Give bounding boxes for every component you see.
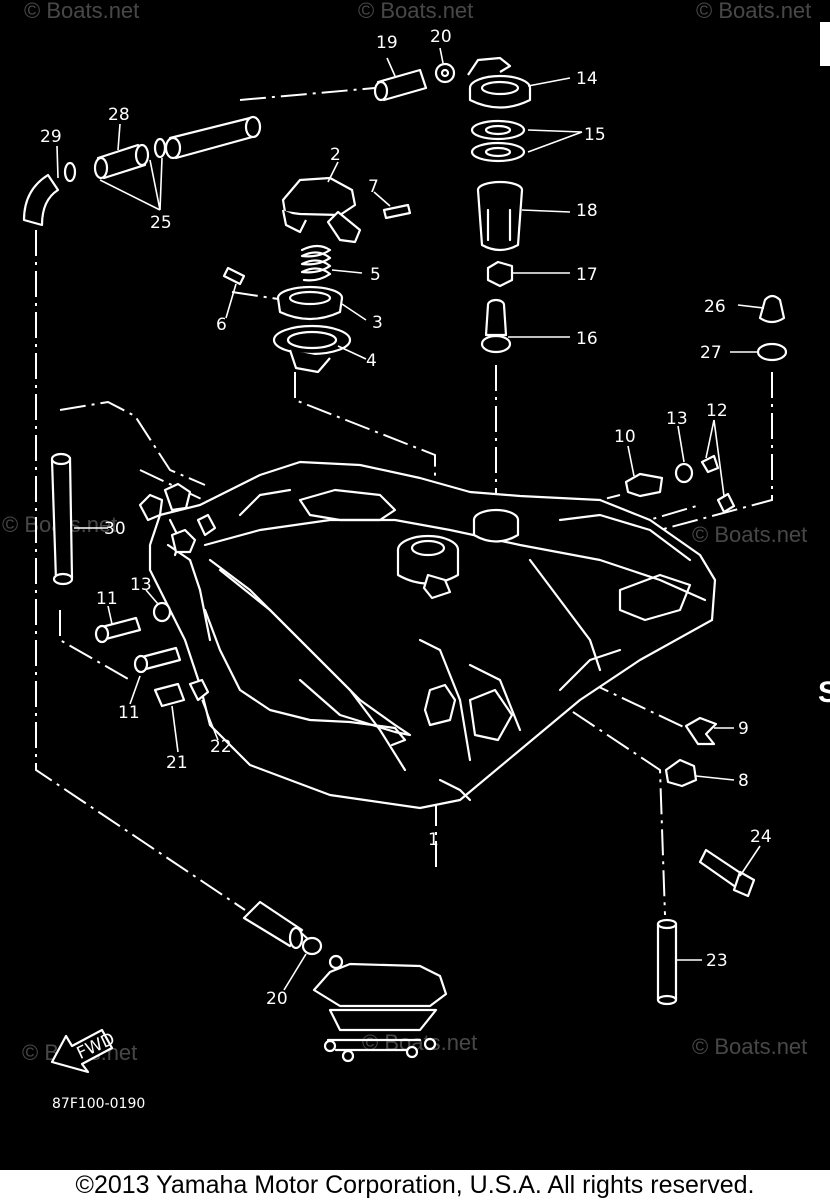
parts-diagram-svg: © Boats.net © Boats.net © Boats.net © Bo… xyxy=(2,0,830,1112)
callout-26: 26 xyxy=(704,297,726,317)
callout-20: 20 xyxy=(430,27,452,47)
part-9-clip xyxy=(684,716,718,746)
callout-24: 24 xyxy=(750,827,772,847)
part-15-washers xyxy=(470,119,526,163)
callout-25: 25 xyxy=(150,213,172,233)
edge-letter: S xyxy=(818,676,830,709)
part-13-washer-right xyxy=(674,462,694,484)
callout-5: 5 xyxy=(370,265,381,285)
callout-10: 10 xyxy=(614,427,636,447)
callout-11: 11 xyxy=(118,703,140,723)
part-21-grommet xyxy=(153,682,186,708)
watermark: © Boats.net xyxy=(696,0,811,23)
callouts: 1 2 3 4 5 6 7 8 9 10 11 11 12 13 13 14 1… xyxy=(40,27,772,1009)
callout-13: 13 xyxy=(666,409,688,429)
part-18-body xyxy=(476,180,524,252)
part-5-spring xyxy=(300,244,332,282)
part-10-clip xyxy=(624,472,664,498)
callout-29: 29 xyxy=(40,127,62,147)
copyright-footer: ©2013 Yamaha Motor Corporation, U.S.A. A… xyxy=(0,1170,830,1200)
part-27-washer xyxy=(756,342,788,362)
callout-16: 16 xyxy=(576,329,598,349)
callout-8: 8 xyxy=(738,771,749,791)
part-11-bolt-upper xyxy=(94,616,142,644)
callout-7: 7 xyxy=(368,177,379,197)
parts-diagram: © Boats.net © Boats.net © Boats.net © Bo… xyxy=(2,0,830,1112)
diagram-code: 87F100-0190 xyxy=(52,1096,145,1112)
fwd-arrow: FWD xyxy=(50,1028,118,1074)
watermark: © Boats.net xyxy=(692,522,807,547)
watermark: © Boats.net xyxy=(24,0,139,23)
callout-13: 13 xyxy=(130,575,152,595)
part-4-neck xyxy=(272,324,352,374)
part-30-hose xyxy=(50,452,74,586)
part-11-bolt-lower xyxy=(133,646,182,674)
callout-18: 18 xyxy=(576,201,598,221)
watermark: © Boats.net xyxy=(358,0,473,23)
part-14-cap xyxy=(467,56,532,109)
long-hose xyxy=(164,115,262,160)
part-26-cap xyxy=(758,294,786,324)
part-8-plug xyxy=(664,758,698,788)
lower-hose xyxy=(242,900,304,950)
part-6-pin xyxy=(222,266,246,286)
part-3-ring xyxy=(276,285,344,321)
callout-23: 23 xyxy=(706,951,728,971)
part-22-clip xyxy=(188,678,210,702)
callout-4: 4 xyxy=(366,351,377,371)
fuel-pump xyxy=(312,954,448,1063)
part-7-screw xyxy=(382,203,412,220)
callout-30: 30 xyxy=(104,519,126,539)
watermark: © Boats.net xyxy=(692,1034,807,1059)
callout-17: 17 xyxy=(576,265,598,285)
callout-28: 28 xyxy=(108,105,130,125)
callout-12: 12 xyxy=(706,401,728,421)
callout-22: 22 xyxy=(210,737,232,757)
callout-9: 9 xyxy=(738,719,749,739)
part-13-washer-left xyxy=(152,601,172,623)
part-2-clamp xyxy=(281,176,362,244)
callout-20: 20 xyxy=(266,989,288,1009)
fuel-tank xyxy=(138,460,717,810)
part-16-grommet xyxy=(480,298,512,354)
part-29-hose xyxy=(22,173,60,227)
part-23-hose xyxy=(656,918,678,1006)
callout-6: 6 xyxy=(216,315,227,335)
callout-1: 1 xyxy=(428,830,439,850)
callout-14: 14 xyxy=(576,69,598,89)
callout-leaders xyxy=(56,47,765,991)
part-28-joint xyxy=(63,137,167,183)
callout-2: 2 xyxy=(330,145,341,165)
part-19-hose xyxy=(373,68,428,102)
part-17-nut xyxy=(486,260,514,288)
callout-11: 11 xyxy=(96,589,118,609)
callout-21: 21 xyxy=(166,753,188,773)
part-20-clamp xyxy=(434,62,456,84)
callout-15: 15 xyxy=(584,125,606,145)
callout-3: 3 xyxy=(372,313,383,333)
callout-27: 27 xyxy=(700,343,722,363)
part-12-clip xyxy=(700,454,736,514)
edge-mark xyxy=(820,22,830,66)
part-20-clamp-lower xyxy=(301,936,323,956)
part-24-strap xyxy=(698,848,756,898)
callout-19: 19 xyxy=(376,33,398,53)
watermark: © Boats.net xyxy=(362,1030,477,1055)
